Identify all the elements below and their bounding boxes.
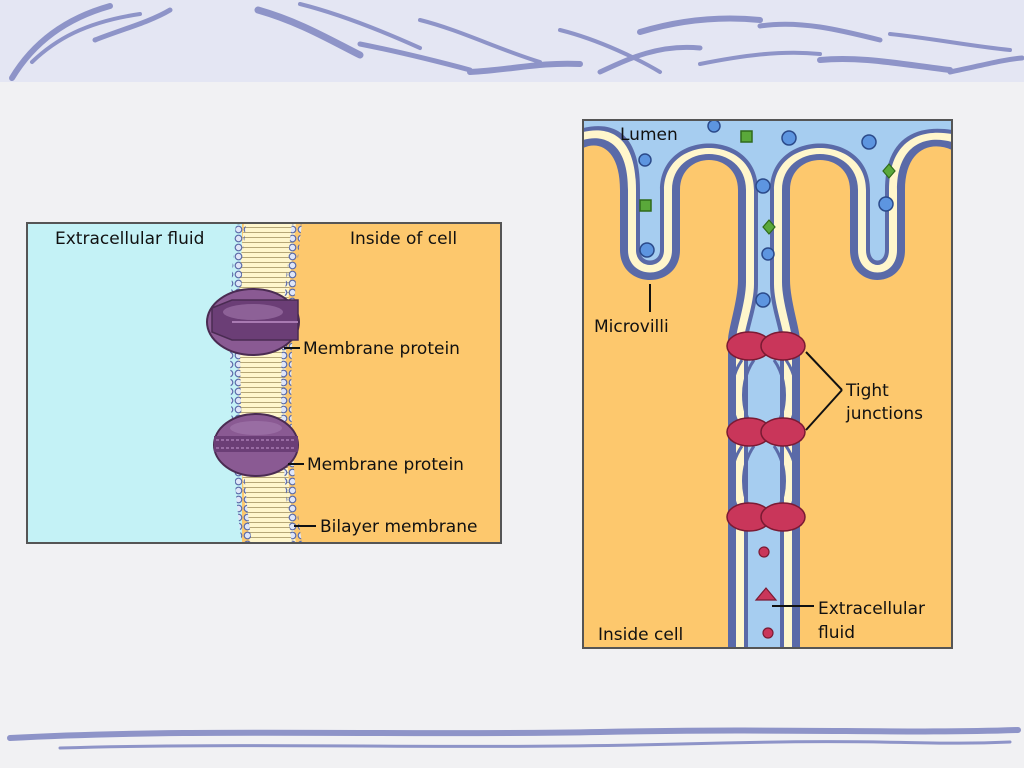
lumen-solutes — [638, 120, 896, 308]
label-inside-cell: Inside cell — [598, 625, 683, 645]
tight-junction-diagram-frame — [582, 119, 953, 649]
membrane-protein-2 — [213, 413, 299, 477]
label-extracellular-fluid: Extracellular fluid — [55, 229, 204, 249]
label-extracellular-fluid-right-line2: fluid — [818, 623, 855, 643]
extracellular-region — [27, 223, 242, 543]
label-microvilli: Microvilli — [594, 317, 669, 337]
label-lumen: Lumen — [620, 125, 678, 145]
label-membrane-protein-1: Membrane protein — [303, 339, 460, 359]
decor-top-banner — [0, 0, 1024, 82]
label-membrane-protein-2: Membrane protein — [307, 455, 464, 475]
tight-junction-diagram: Lumen Microvilli Tight junctions Extrace… — [582, 119, 953, 649]
tight-junction-proteins — [726, 331, 806, 532]
membrane-diagram: Extracellular fluid Inside of cell Membr… — [26, 222, 502, 544]
label-bilayer-membrane: Bilayer membrane — [320, 517, 477, 537]
membrane-protein-1 — [206, 288, 300, 356]
membrane-diagram-frame — [26, 222, 502, 544]
label-extracellular-fluid-right-line1: Extracellular — [818, 599, 925, 619]
decor-bottom-wave — [7, 727, 1021, 750]
label-tight-junctions-line2: junctions — [845, 404, 923, 424]
label-inside-of-cell: Inside of cell — [350, 229, 457, 249]
intercellular-solutes — [754, 546, 778, 639]
label-tight-junctions-line1: Tight — [845, 381, 889, 401]
